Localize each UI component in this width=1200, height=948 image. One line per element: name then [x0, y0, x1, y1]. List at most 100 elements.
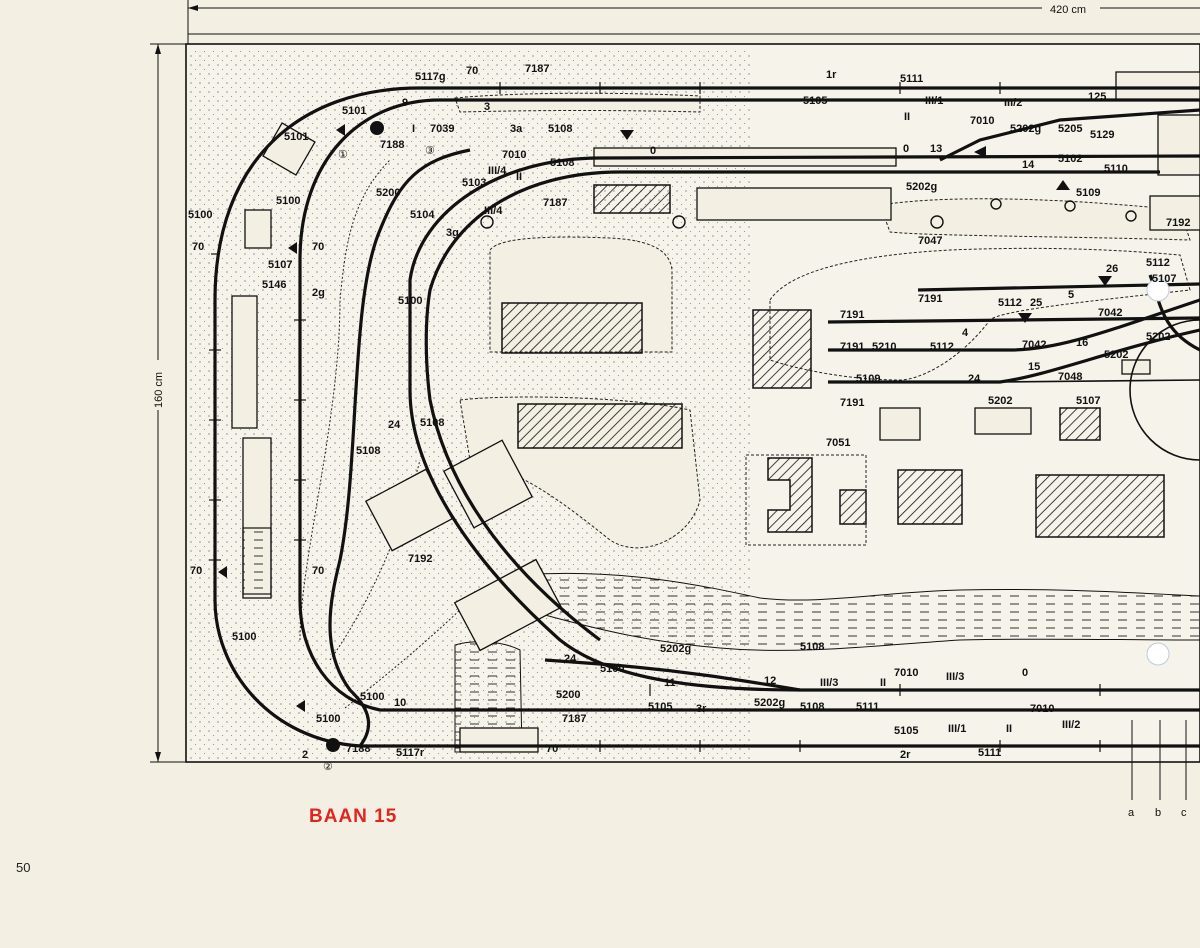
- label-5112-b: 5112: [998, 297, 1022, 309]
- label-5107-l: 5107: [268, 259, 292, 271]
- label-2: 2: [302, 749, 308, 761]
- label-10: 10: [394, 697, 406, 709]
- hill-top: [454, 92, 701, 113]
- label-25: 25: [1030, 297, 1042, 309]
- box-5202: [974, 407, 1032, 435]
- spiral-connector: [328, 148, 471, 747]
- platform-left: [231, 295, 258, 429]
- label-16: 16: [1076, 337, 1088, 349]
- signal-7188-bottom: [326, 738, 340, 752]
- label-70-b1: 70: [190, 565, 202, 577]
- label-5202g-top: 5202g: [1010, 123, 1041, 135]
- label-7048: 7048: [1058, 371, 1082, 383]
- label-70-top: 70: [466, 65, 478, 77]
- station-track: [408, 154, 1200, 692]
- outer-loop: [213, 86, 1200, 748]
- label-4: 4: [962, 327, 969, 339]
- label-III2-top: III/2: [1004, 97, 1022, 109]
- label-5105-c: 5105: [894, 725, 918, 737]
- river-lower: [454, 641, 523, 753]
- building-square: [897, 469, 963, 525]
- label-7042-a: 7042: [1098, 307, 1122, 319]
- label-5108-top: 5108: [548, 123, 572, 135]
- hill-right: [879, 198, 1191, 241]
- label-3: 3: [484, 101, 490, 113]
- label-26: 26: [1106, 263, 1118, 275]
- label-7051: 7051: [826, 437, 850, 449]
- label-3a: 3a: [510, 123, 523, 135]
- wire-label-b: b: [1155, 807, 1161, 819]
- isolation-marker-b: [288, 242, 297, 254]
- label-5100-b: 5100: [232, 631, 256, 643]
- yard-area-outline: [769, 247, 1191, 381]
- label-5108-c: 5108: [800, 641, 824, 653]
- platform-7192: [442, 439, 534, 529]
- tree-e: [1125, 210, 1137, 222]
- label-1r: 1r: [826, 69, 837, 81]
- label-III4: III/4: [488, 165, 507, 177]
- wiring-lines: [1131, 720, 1187, 800]
- circle-label-3: ③: [425, 145, 435, 157]
- signal-7188-top: [370, 121, 384, 135]
- label-15: 15: [1028, 361, 1040, 373]
- label-5107-r: 5107: [1152, 273, 1176, 285]
- label-5202-c: 5202: [988, 395, 1012, 407]
- building-right: [1059, 407, 1101, 441]
- label-5202g-b: 5202g: [906, 181, 937, 193]
- isolation-marker-d: [296, 700, 305, 712]
- label-7191-a: 7191: [918, 293, 942, 305]
- label-5112-a: 5112: [1146, 257, 1170, 269]
- label-5117g: 5117g: [415, 71, 446, 83]
- label-0-c: 0: [1022, 667, 1028, 679]
- label-5109-b: 5109: [856, 373, 880, 385]
- label-7010-b: 7010: [502, 149, 526, 161]
- label-III3-b: III/3: [946, 671, 964, 683]
- label-5: 5: [1068, 289, 1074, 301]
- label-5146: 5146: [262, 279, 286, 291]
- isolation-marker-h: [1018, 313, 1032, 323]
- label-5108-b: 5108: [550, 157, 574, 169]
- label-12: 12: [764, 675, 776, 687]
- label-2g: 2g: [312, 287, 325, 299]
- building-c: [767, 457, 813, 533]
- label-7010-d: 7010: [1030, 703, 1054, 715]
- label-5108-m: 5108: [420, 417, 444, 429]
- isolation-marker-a: [336, 124, 345, 136]
- station-track-2: [424, 170, 1160, 642]
- label-125: 125: [1088, 91, 1106, 103]
- label-3g: 3g: [446, 227, 459, 239]
- wire-label-a: a: [1128, 807, 1135, 819]
- label-7042-b: 7042: [1022, 339, 1046, 351]
- building-mid: [517, 403, 683, 449]
- label-5100-b3: 5100: [316, 713, 340, 725]
- label-7010-c: 7010: [894, 667, 918, 679]
- isolation-marker-c: [218, 566, 227, 578]
- label-5111-c: 5111: [978, 747, 1001, 759]
- label-2r: 2r: [900, 749, 911, 761]
- label-5210: 5210: [872, 341, 896, 353]
- building-top: [593, 184, 671, 214]
- label-7192-r: 7192: [1166, 217, 1190, 229]
- label-5111-b: 5111: [856, 701, 879, 713]
- lower-junction: [544, 658, 801, 692]
- label-I-a: I: [412, 123, 415, 135]
- shed-left: [244, 209, 272, 249]
- label-5205: 5205: [1058, 123, 1082, 135]
- building-large: [1035, 474, 1165, 538]
- height-label: 160 cm: [153, 372, 165, 408]
- label-11: 11: [664, 677, 676, 689]
- building-small: [839, 489, 867, 525]
- slope-line-a: [299, 159, 391, 641]
- label-7191-c: 7191: [840, 341, 864, 353]
- label-7191-d: 7191: [840, 397, 864, 409]
- siding-4: [828, 328, 1200, 384]
- label-13: 13: [930, 143, 942, 155]
- width-dimension: 420 cm: [187, 0, 1200, 44]
- siding-2: [827, 316, 1200, 324]
- bridge-bottom: [459, 727, 539, 753]
- label-III1-top: III/1: [925, 95, 943, 107]
- label-0-a: 0: [650, 145, 656, 157]
- label-7192-m: 7192: [408, 553, 432, 565]
- label-5100-l2: 5100: [276, 195, 300, 207]
